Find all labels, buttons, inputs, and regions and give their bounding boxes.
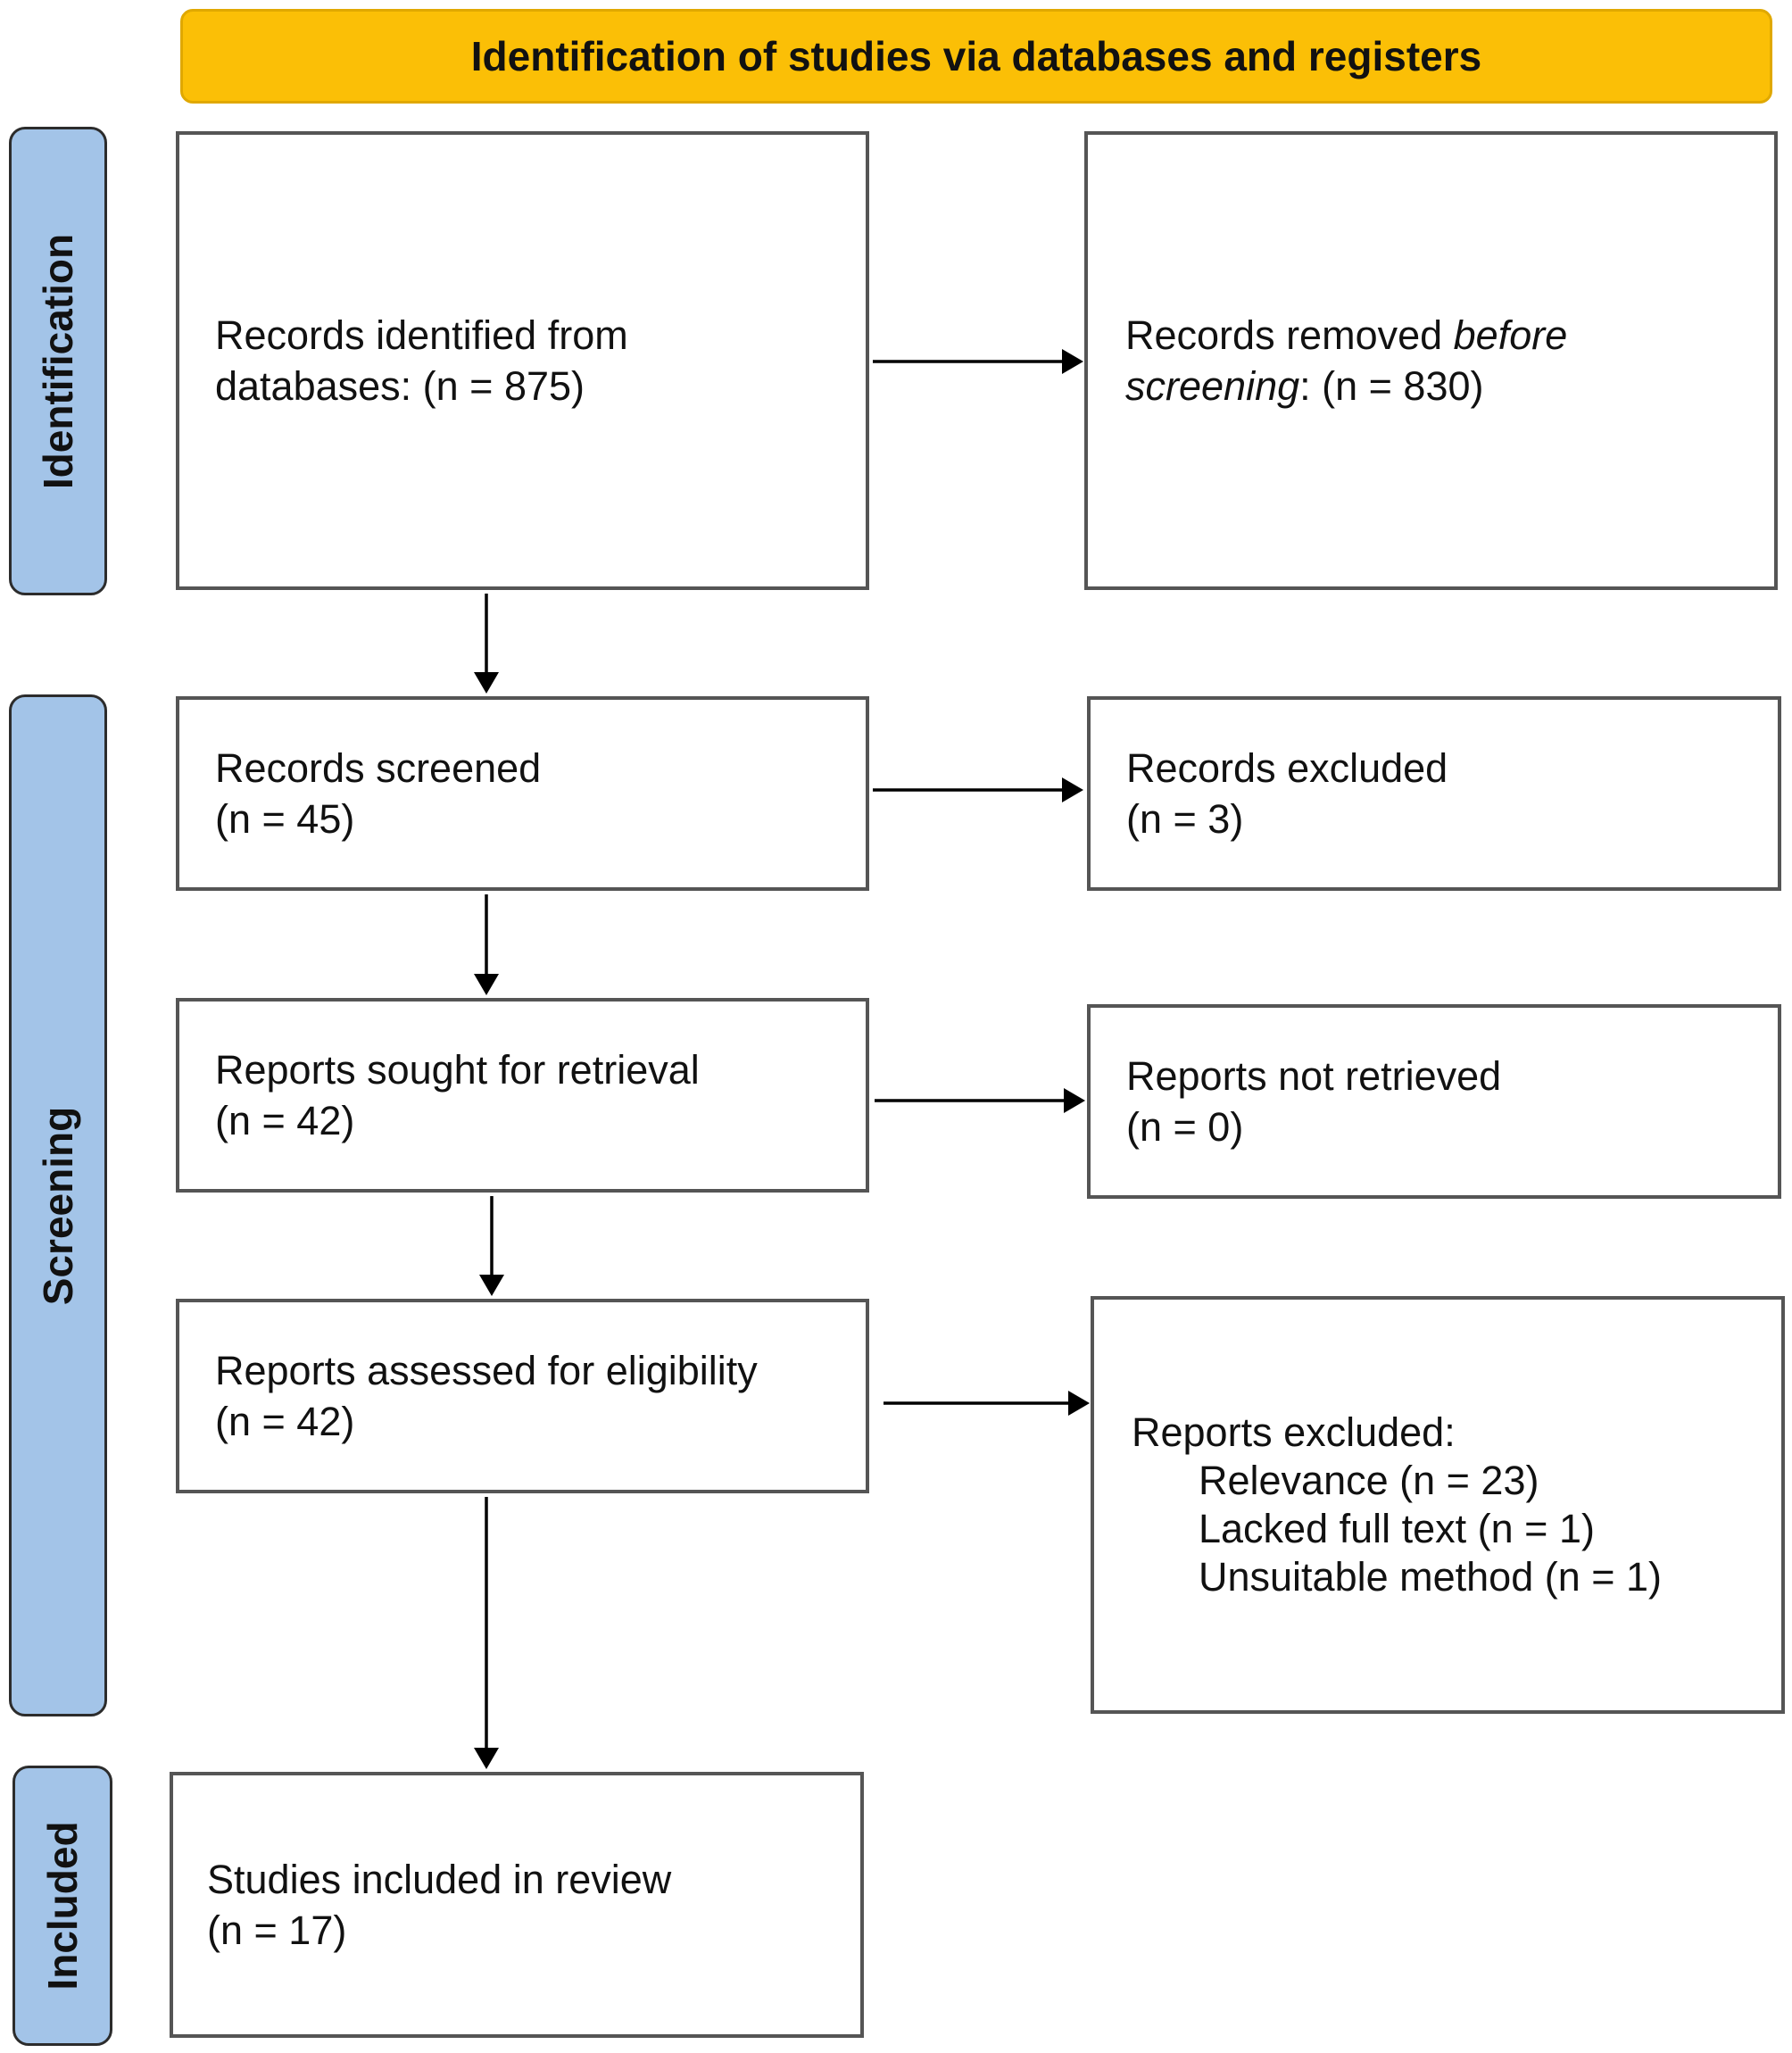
reports-excluded-reason: Lacked full text (n = 1) bbox=[1199, 1506, 1595, 1551]
reports-not-retrieved-box: Reports not retrieved (n = 0) bbox=[1087, 1004, 1781, 1199]
arrowhead bbox=[474, 1748, 499, 1769]
records-screened-line2: (n = 45) bbox=[215, 796, 355, 842]
reports-excluded-reason: Unsuitable method (n = 1) bbox=[1199, 1554, 1663, 1600]
reports-sought-line1: Reports sought for retrieval bbox=[215, 1047, 700, 1093]
reports-excluded-box: Reports excluded: Relevance (n = 23) Lac… bbox=[1091, 1296, 1785, 1714]
records-screened-line1: Records screened bbox=[215, 745, 542, 791]
records-identified-line1: Records identified from bbox=[215, 312, 628, 358]
phase-screening: Screening bbox=[9, 694, 107, 1716]
reports-assessed-line2: (n = 42) bbox=[215, 1399, 355, 1444]
reports-assessed-box: Reports assessed for eligibility (n = 42… bbox=[176, 1299, 869, 1493]
records-removed-prefix: Records removed bbox=[1125, 312, 1454, 358]
records-identified-box: Records identified from databases: (n = … bbox=[176, 131, 869, 590]
reports-sought-box: Reports sought for retrieval (n = 42) bbox=[176, 998, 869, 1193]
arrowhead bbox=[474, 974, 499, 995]
records-removed-line2: screening: (n = 830) bbox=[1125, 361, 1774, 411]
records-excluded-line2: (n = 3) bbox=[1126, 796, 1244, 842]
reports-excluded-reason: Relevance (n = 23) bbox=[1199, 1458, 1539, 1503]
arrowhead bbox=[1064, 1088, 1085, 1113]
arrowhead bbox=[1068, 1391, 1090, 1416]
phase-identification: Identification bbox=[9, 127, 107, 595]
studies-included-box: Studies included in review (n = 17) bbox=[170, 1772, 864, 2038]
records-excluded-line1: Records excluded bbox=[1126, 745, 1448, 791]
records-screened-box: Records screened (n = 45) bbox=[176, 696, 869, 891]
reports-excluded-title: Reports excluded: bbox=[1132, 1409, 1456, 1455]
records-removed-italic2: screening bbox=[1125, 363, 1300, 409]
records-identified-line2: databases: (n = 875) bbox=[215, 363, 585, 409]
reports-assessed-line1: Reports assessed for eligibility bbox=[215, 1348, 758, 1393]
records-removed-line1: Records removed before bbox=[1125, 310, 1774, 361]
phase-included: Included bbox=[12, 1766, 112, 2046]
studies-included-line2: (n = 17) bbox=[207, 1908, 347, 1953]
records-removed-box: Records removed before screening: (n = 8… bbox=[1084, 131, 1778, 590]
records-removed-suffix: : (n = 830) bbox=[1299, 363, 1484, 409]
reports-not-retrieved-line2: (n = 0) bbox=[1126, 1104, 1244, 1150]
arrowhead bbox=[1062, 777, 1083, 802]
reports-not-retrieved-line1: Reports not retrieved bbox=[1126, 1053, 1502, 1099]
records-removed-italic1: before bbox=[1453, 312, 1568, 358]
studies-included-line1: Studies included in review bbox=[207, 1857, 672, 1902]
diagram-header: Identification of studies via databases … bbox=[180, 9, 1772, 104]
arrowhead bbox=[479, 1275, 504, 1296]
arrowhead bbox=[474, 672, 499, 694]
records-excluded-box: Records excluded (n = 3) bbox=[1087, 696, 1781, 891]
arrowhead bbox=[1062, 349, 1083, 374]
reports-sought-line2: (n = 42) bbox=[215, 1098, 355, 1143]
header-title: Identification of studies via databases … bbox=[470, 33, 1482, 79]
